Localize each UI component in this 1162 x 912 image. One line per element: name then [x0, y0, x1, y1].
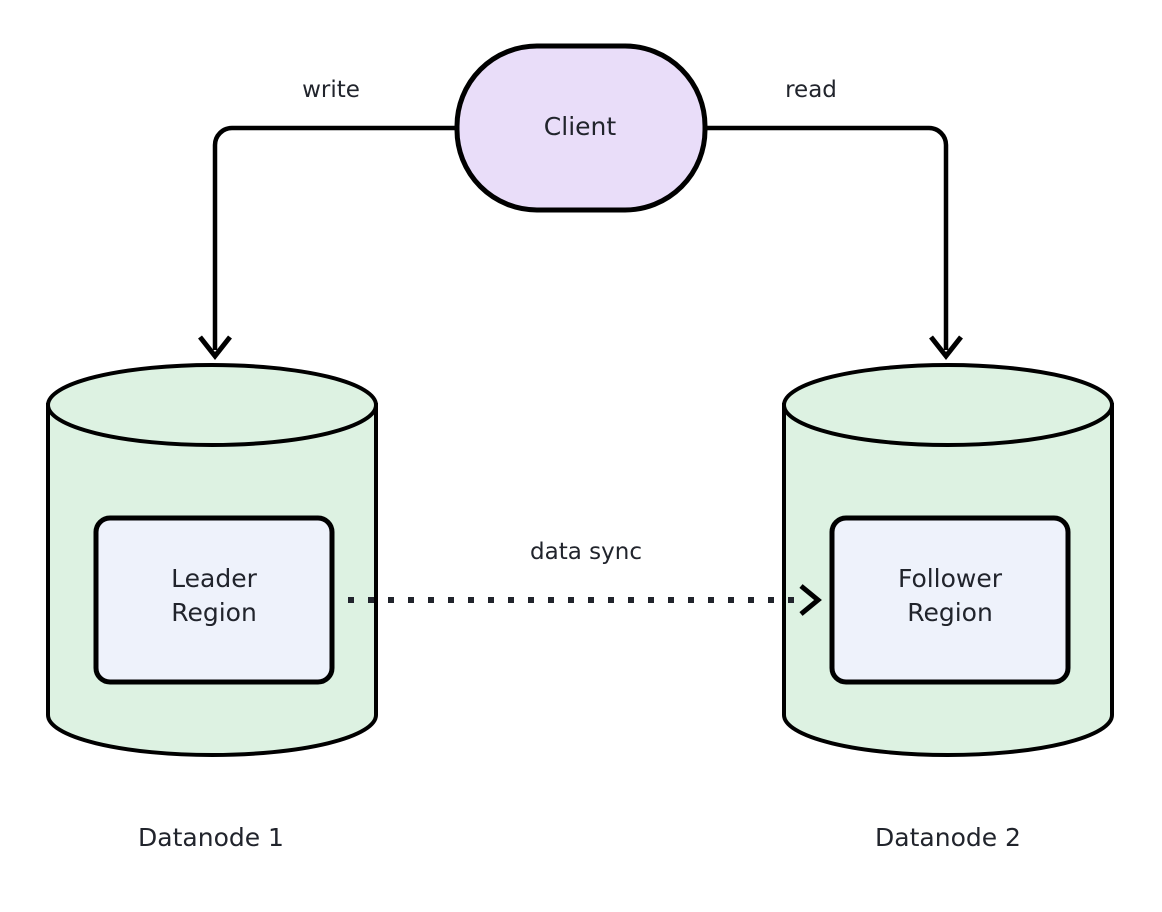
write-edge-path: [212, 125, 457, 350]
read-arrowhead-icon: [929, 335, 963, 361]
write-edge: [198, 125, 457, 361]
datanode1-caption: Datanode 1: [138, 823, 284, 852]
data-sync-edge: [348, 584, 822, 616]
data-sync-arrowhead-icon: [799, 584, 822, 616]
write-edge-label: write: [281, 76, 381, 104]
read-edge-path: [705, 125, 949, 350]
read-edge-label: read: [761, 76, 861, 104]
datanode2-top-ellipse: [782, 363, 1114, 447]
read-edge: [705, 125, 963, 361]
datanode1-top-ellipse: [46, 363, 378, 447]
datanode2-caption: Datanode 2: [875, 823, 1021, 852]
write-arrowhead-icon: [198, 335, 232, 361]
leader-region-box: [93, 515, 335, 685]
data-sync-edge-label: data sync: [496, 538, 676, 566]
follower-region-box: [829, 515, 1071, 685]
client-stadium-box: [454, 43, 708, 213]
